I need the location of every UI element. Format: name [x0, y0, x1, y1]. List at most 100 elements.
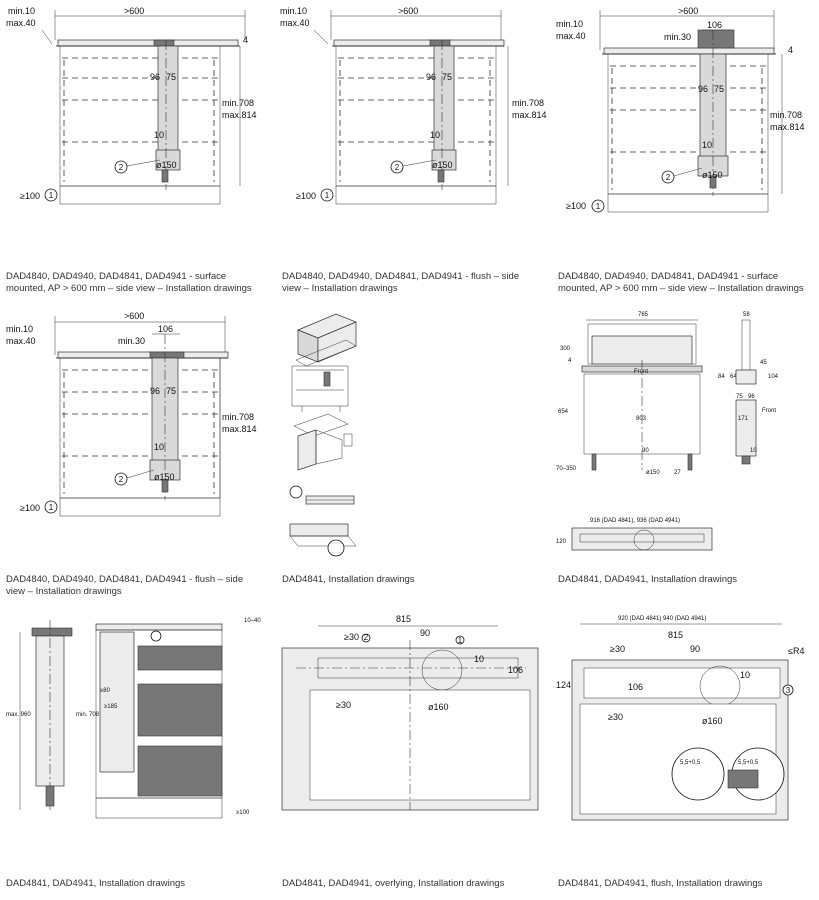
d10-label: 10	[702, 140, 712, 150]
d27-label: 27	[674, 470, 681, 476]
max960-label: max. 960	[6, 712, 31, 718]
min708-label: min. 708	[76, 712, 100, 718]
drawing-flush-2: >600 min.10 max.40 min.708 max.814 96 75…	[276, 0, 547, 294]
d160-label: ø160	[428, 702, 449, 712]
section-svg: max. 960 min. 708 ≥80 ≥185 10–40 ≥100	[6, 618, 261, 819]
caption: DAD4841, Installation drawings	[282, 574, 415, 585]
callout-2-icon	[661, 170, 675, 184]
caption: DAD4840, DAD4940, DAD4841, DAD4941 - flu…	[282, 271, 520, 294]
d106-label: 106	[628, 682, 643, 692]
d55a-label: 5,5+0,5	[680, 760, 701, 766]
gap-min-label: min.10	[6, 324, 33, 334]
height-min-label: min.708	[222, 98, 254, 108]
drawing-surface-mounted-3: >600 106 min.30 min.10 max.40 4 min.708 …	[552, 0, 814, 294]
d4-label: 4	[568, 358, 572, 364]
d30b-label: ≥30	[608, 712, 623, 722]
plinth-label: ≥100	[566, 201, 586, 211]
d10-label: 10	[154, 130, 164, 140]
overlying-svg: 815 ≥30 2 90 1 10 106 ≥30 ø160	[281, 614, 539, 811]
pipe-label: ø150	[702, 170, 723, 180]
drawing-flush-plan-9: 920 (DAD 4841) 940 (DAD 4941) 815 ≥30 90…	[552, 610, 814, 900]
plinth-label: ≥100	[20, 503, 40, 513]
width-label: >600	[678, 6, 698, 16]
drawing-surface-mounted-1: >600 min.10 max.40 4 min.708 max.814 96 …	[0, 0, 262, 294]
d96-label: 96	[426, 72, 436, 82]
caption: DAD4841, DAD4941, overlying, Installatio…	[282, 878, 505, 889]
gap-max-label: max.40	[6, 18, 36, 28]
d96-label: 96	[698, 84, 708, 94]
drawing-isometric-5: DAD4841, Installation drawings	[276, 300, 538, 590]
pipe-label: ø150	[646, 470, 660, 476]
d106-label: 106	[508, 665, 523, 675]
gap-min-label: min.10	[280, 6, 307, 16]
width-label: >600	[124, 6, 144, 16]
d30a-label: ≥30	[344, 632, 359, 642]
caption: DAD4841, DAD4941, Installation drawings	[6, 878, 186, 889]
width-label: >600	[124, 311, 144, 321]
d75-label: 75	[736, 394, 743, 400]
caption: DAD4841, DAD4941, Installation drawings	[558, 574, 738, 585]
d96-label: 96	[150, 386, 160, 396]
height-max-label: max.814	[222, 110, 257, 120]
svg-text:1: 1	[458, 636, 463, 645]
gap-min-label: min.10	[8, 6, 35, 16]
w765-label: 765	[638, 312, 649, 318]
drawing-dimensions-6: 765 300 4 Front 654 803 90 70–350 ø150 2…	[552, 300, 814, 590]
svg-text:2: 2	[666, 173, 671, 182]
d55b-label: 5,5+0,5	[738, 760, 759, 766]
drawing-section-7: max. 960 min. 708 ≥80 ≥185 10–40 ≥100 DA…	[0, 610, 262, 900]
w815-label: 815	[396, 614, 411, 624]
d84-label: 84	[718, 374, 725, 380]
front-side-label: Front	[762, 408, 776, 414]
d803-label: 803	[636, 416, 647, 422]
gap-min-label: min.10	[556, 19, 583, 29]
caption: DAD4841, DAD4941, flush, Installation dr…	[558, 878, 763, 889]
d160-label: ø160	[702, 716, 723, 726]
dimension-svg: 765 300 4 Front 654 803 90 70–350 ø150 2…	[556, 312, 779, 551]
d90-label: 90	[420, 628, 430, 638]
svg-text:1: 1	[596, 202, 601, 211]
svg-text:3: 3	[786, 686, 791, 695]
w815-label: 815	[668, 630, 683, 640]
height-max-label: max.814	[512, 110, 547, 120]
plinth-label: ≥100	[20, 191, 40, 201]
drawing-overlying-8: 815 ≥30 2 90 1 10 106 ≥30 ø160 DAD4841, …	[276, 610, 539, 900]
r4-label: ≤R4	[788, 646, 804, 656]
w920-label: 920 (DAD 4841) 940 (DAD 4941)	[618, 616, 706, 622]
side-view-svg: >600 106 min.30 min.10 max.40 min.708 ma…	[6, 311, 257, 517]
gap-max-label: max.40	[6, 336, 36, 346]
d124-label: 124	[556, 680, 571, 690]
d654-label: 654	[558, 409, 569, 415]
d96-label: 96	[748, 394, 755, 400]
callout-1-icon	[320, 188, 334, 202]
d75-label: 75	[714, 84, 724, 94]
callout-2-icon	[114, 472, 128, 486]
d10-label: 10	[474, 654, 484, 664]
plinth-label: ≥100	[296, 191, 316, 201]
height-min-label: min.708	[222, 412, 254, 422]
d10-label: 10	[750, 448, 757, 454]
d300-label: 300	[560, 346, 571, 352]
side-view-svg: >600 106 min.30 min.10 max.40 4 min.708 …	[556, 6, 805, 213]
height-max-label: max.814	[222, 424, 257, 434]
d106-label: 106	[158, 324, 173, 334]
callout-1-icon	[591, 199, 605, 213]
d75-label: 75	[442, 72, 452, 82]
gap-max-label: max.40	[280, 18, 310, 28]
d10-label: 10	[740, 670, 750, 680]
d185-label: ≥185	[104, 704, 118, 710]
d10-label: 10	[430, 130, 440, 140]
d30b-label: ≥30	[336, 700, 351, 710]
d58-label: 58	[743, 312, 750, 318]
pipe-label: ø150	[156, 160, 177, 170]
svg-text:1: 1	[325, 191, 330, 200]
height-min-label: min.708	[770, 110, 802, 120]
d10-label: 10	[154, 442, 164, 452]
gap-max-label: max.40	[556, 31, 586, 41]
d171-label: 171	[738, 416, 749, 422]
front-label: Front	[634, 369, 648, 375]
d96-label: 96	[150, 72, 160, 82]
d75-label: 75	[166, 386, 176, 396]
d90-label: 90	[690, 644, 700, 654]
side-view-svg: >600 min.10 max.40 min.708 max.814 96 75…	[280, 6, 547, 205]
